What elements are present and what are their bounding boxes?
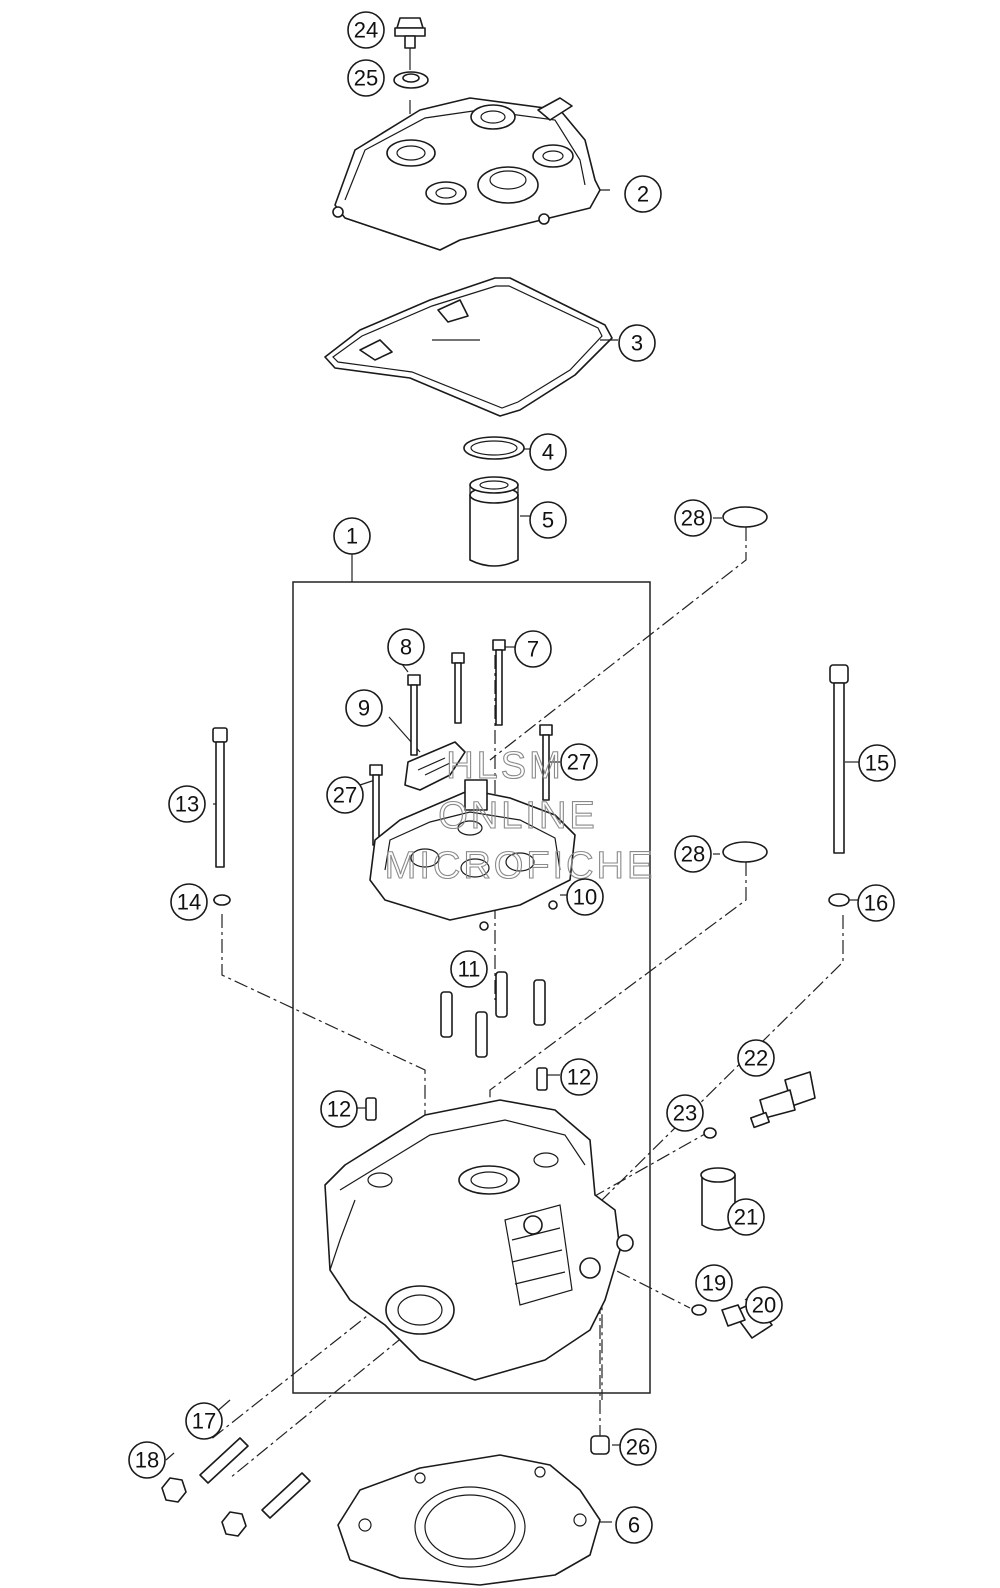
svg-text:11: 11 — [458, 957, 481, 982]
part-17-pins — [199, 1437, 311, 1519]
svg-text:21: 21 — [734, 1205, 758, 1230]
callout-5: 5 — [529, 501, 567, 539]
watermark-line-1: HLSM — [446, 745, 564, 787]
svg-text:28: 28 — [681, 842, 705, 867]
callout-27-left: 27 — [326, 776, 364, 814]
callout-23: 23 — [666, 1094, 704, 1132]
callout-26: 26 — [619, 1428, 657, 1466]
callout-14: 14 — [170, 883, 208, 921]
svg-text:7: 7 — [527, 637, 539, 662]
svg-text:28: 28 — [681, 506, 705, 531]
cylinder-head-assembly-frame — [292, 581, 651, 1394]
part-2-valve-cover — [332, 97, 601, 251]
callout-10: 10 — [566, 878, 604, 916]
part-4-o-ring — [463, 436, 525, 460]
callout-28-lower: 28 — [674, 835, 712, 873]
svg-text:27: 27 — [567, 750, 591, 775]
callouts: 1 2 3 4 5 6 7 8 9 10 11 12 12 13 14 15 1… — [128, 11, 896, 1544]
callout-28-upper: 28 — [674, 499, 712, 537]
callout-3: 3 — [618, 324, 656, 362]
svg-text:12: 12 — [327, 1097, 351, 1122]
part-10-camshaft-carrier — [369, 779, 576, 931]
svg-text:19: 19 — [702, 1271, 726, 1296]
svg-text:27: 27 — [333, 783, 357, 808]
callout-4: 4 — [529, 433, 567, 471]
part-5-spark-plug-sleeve — [469, 476, 519, 567]
svg-text:3: 3 — [631, 331, 643, 356]
part-15-long-bolt — [829, 664, 849, 854]
part-19-washer — [691, 1304, 707, 1316]
part-23-o-ring — [703, 1127, 717, 1139]
watermark-line-2: ONLINE — [438, 795, 597, 837]
svg-text:13: 13 — [175, 792, 199, 817]
part-18-nuts — [161, 1477, 247, 1537]
callout-13: 13 — [168, 785, 206, 823]
part-12-dowel-pin-right — [536, 1067, 548, 1091]
callout-19: 19 — [695, 1264, 733, 1302]
part-24-bolt — [394, 17, 426, 49]
callout-9: 9 — [345, 689, 383, 727]
svg-text:18: 18 — [135, 1448, 159, 1473]
callout-7: 7 — [514, 630, 552, 668]
svg-text:10: 10 — [573, 885, 597, 910]
callout-1: 1 — [333, 517, 371, 555]
svg-text:8: 8 — [400, 635, 412, 660]
svg-text:22: 22 — [744, 1046, 768, 1071]
svg-text:17: 17 — [192, 1409, 216, 1434]
callout-17: 17 — [185, 1402, 223, 1440]
part-28-o-ring-lower — [722, 841, 768, 863]
watermark: HLSM ONLINE MICROFICHE — [384, 744, 656, 887]
part-13-long-bolt — [212, 727, 228, 868]
svg-text:16: 16 — [864, 891, 888, 916]
part-9-chain-guide — [404, 741, 466, 791]
callout-2: 2 — [624, 175, 662, 213]
svg-text:6: 6 — [628, 1513, 640, 1538]
svg-text:5: 5 — [542, 508, 554, 533]
callout-24: 24 — [347, 11, 385, 49]
svg-text:25: 25 — [354, 66, 378, 91]
svg-text:2: 2 — [637, 182, 649, 207]
svg-text:9: 9 — [358, 696, 370, 721]
part-20-temperature-sensor — [721, 1301, 773, 1339]
part-25-seal-washer — [393, 71, 429, 89]
svg-text:1: 1 — [346, 524, 358, 549]
svg-text:14: 14 — [177, 890, 201, 915]
callout-6: 6 — [615, 1506, 653, 1544]
callout-21: 21 — [727, 1198, 765, 1236]
callout-20: 20 — [745, 1286, 783, 1324]
part-11-valve-guides — [440, 971, 546, 1058]
svg-text:23: 23 — [673, 1101, 697, 1126]
callout-16: 16 — [857, 884, 895, 922]
svg-text:20: 20 — [752, 1293, 776, 1318]
callout-18: 18 — [128, 1441, 166, 1479]
part-6-head-gasket — [337, 1454, 601, 1586]
part-26-plug — [590, 1435, 610, 1455]
svg-text:4: 4 — [542, 440, 554, 465]
watermark-line-3: MICROFICHE — [385, 845, 656, 887]
part-28-o-ring-upper — [722, 506, 768, 528]
callout-12-right: 12 — [560, 1058, 598, 1096]
callout-8: 8 — [387, 628, 425, 666]
callout-11: 11 — [450, 950, 488, 988]
part-21-sleeve — [700, 1167, 736, 1231]
part-14-washer — [213, 894, 231, 906]
svg-text:12: 12 — [567, 1065, 591, 1090]
cylinder-head — [324, 1099, 634, 1381]
callout-25: 25 — [347, 59, 385, 97]
callout-27-right: 27 — [560, 743, 598, 781]
svg-text:26: 26 — [626, 1435, 650, 1460]
svg-text:15: 15 — [865, 751, 889, 776]
part-3-valve-cover-gasket — [324, 277, 613, 417]
svg-text:24: 24 — [354, 18, 378, 43]
part-22-sensor — [749, 1071, 816, 1129]
callout-22: 22 — [737, 1039, 775, 1077]
callout-12-left: 12 — [320, 1090, 358, 1128]
part-16-washer — [828, 893, 850, 907]
part-7-8-bolts — [369, 639, 553, 846]
callout-15: 15 — [858, 744, 896, 782]
part-12-dowel-pin-left — [365, 1097, 377, 1121]
